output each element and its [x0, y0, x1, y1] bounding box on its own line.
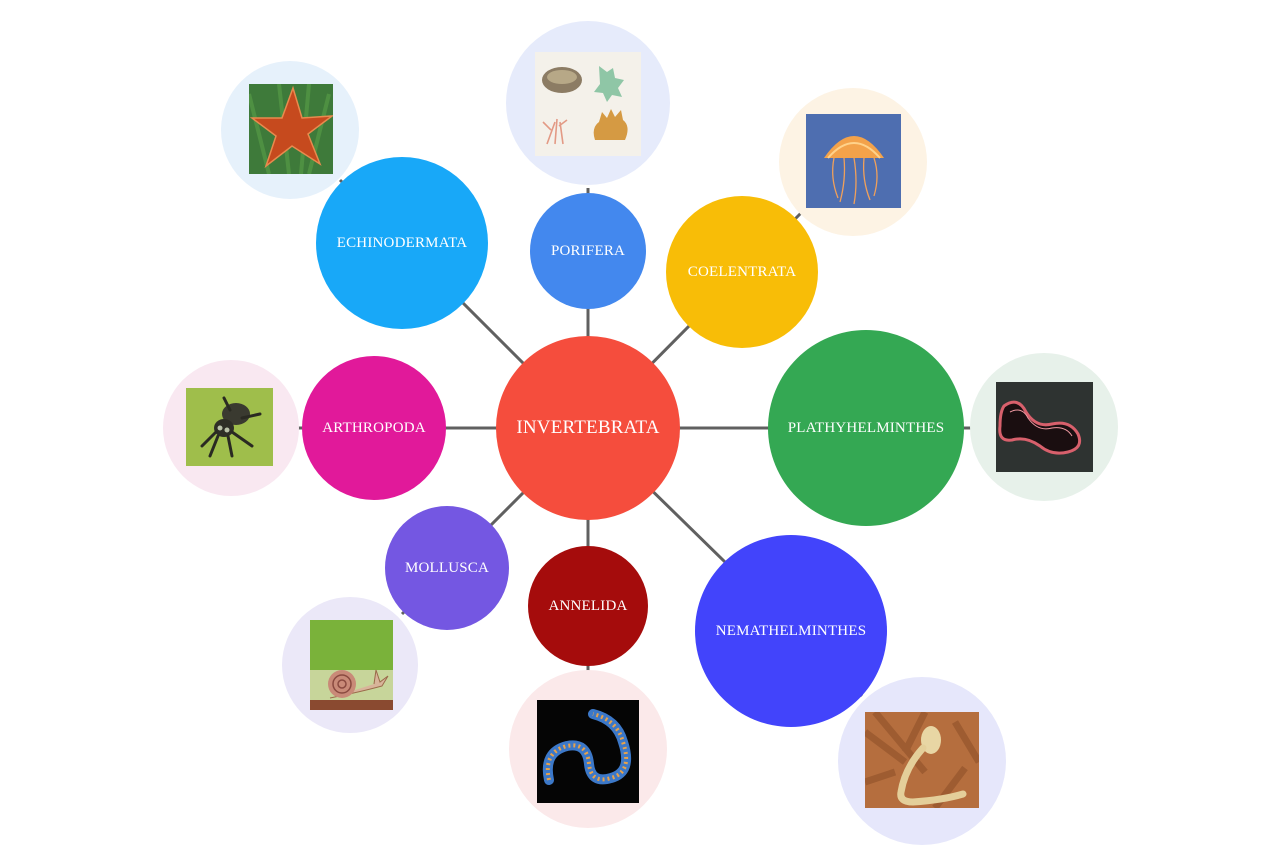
coelentrata-label: COELENTRATA: [687, 263, 797, 280]
porifera-label: PORIFERA: [550, 242, 626, 259]
invertebrata-label: INVERTEBRATA: [516, 417, 660, 438]
annelida-label: ANNELIDA: [548, 597, 628, 614]
plathyhelminthes-node: PLATHYHELMINTHES: [768, 330, 964, 526]
nemathelminthes-node: NEMATHELMINTHES: [695, 535, 887, 727]
snail-picture: [310, 620, 393, 710]
jellyfish-picture: [806, 114, 901, 208]
bristleworm-picture: [537, 700, 639, 803]
porifera-node: PORIFERA: [530, 193, 646, 309]
coelentrata-node: COELENTRATA: [666, 196, 818, 348]
echinodermata-label: ECHINODERMATA: [336, 234, 468, 251]
starfish-picture: [249, 84, 333, 174]
mollusca-label: MOLLUSCA: [404, 559, 490, 576]
echinodermata-node: ECHINODERMATA: [316, 157, 488, 329]
sponges-picture: [535, 52, 641, 156]
plathyhelminthes-label: PLATHYHELMINTHES: [787, 419, 945, 436]
mollusca-node: MOLLUSCA: [385, 506, 509, 630]
arthropoda-node: ARTHROPODA: [302, 356, 446, 500]
annelida-node: ANNELIDA: [528, 546, 648, 666]
nemathelminthes-label: NEMATHELMINTHES: [715, 622, 867, 639]
flatworm-picture: [996, 382, 1093, 472]
arthropoda-label: ARTHROPODA: [322, 419, 426, 436]
spider-picture: [186, 388, 273, 466]
roundworm-picture: [865, 712, 979, 808]
invertebrata-center-node: INVERTEBRATA: [496, 336, 680, 520]
